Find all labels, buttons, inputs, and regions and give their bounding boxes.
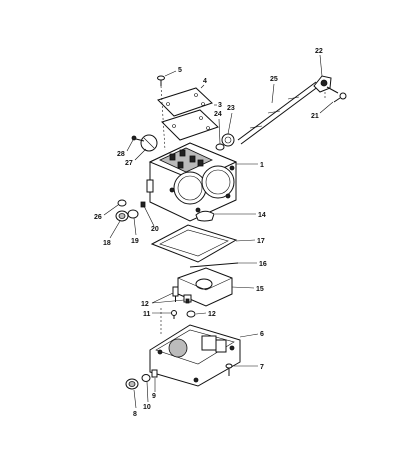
callout-7: 7 bbox=[260, 364, 264, 371]
side-screw bbox=[131, 135, 145, 142]
bowl-drain-plug bbox=[125, 378, 139, 390]
leader-lines bbox=[103, 54, 334, 409]
callout-19: 19 bbox=[131, 238, 139, 245]
float-pin bbox=[189, 262, 239, 268]
shaft-washer bbox=[215, 143, 225, 151]
carburetor-body bbox=[146, 142, 238, 222]
callout-25: 25 bbox=[270, 76, 278, 83]
callout-17: 17 bbox=[257, 238, 265, 245]
callout-5: 5 bbox=[178, 67, 182, 74]
callout-6: 6 bbox=[260, 331, 264, 338]
throttle-lever bbox=[313, 75, 339, 94]
callout-9: 9 bbox=[152, 393, 156, 400]
small-jet bbox=[140, 201, 146, 208]
drain-washer bbox=[141, 374, 151, 382]
float bbox=[195, 210, 215, 222]
bowl-screw bbox=[225, 363, 233, 376]
bowl-gasket bbox=[150, 224, 238, 263]
callout-3: 3 bbox=[218, 102, 222, 109]
throttle-cam bbox=[221, 133, 235, 147]
float-screw bbox=[171, 310, 177, 319]
callout-28: 28 bbox=[117, 151, 125, 158]
callout-11: 11 bbox=[143, 311, 151, 318]
callout-8: 8 bbox=[133, 411, 137, 418]
callout-27: 27 bbox=[125, 160, 133, 167]
callout-14: 14 bbox=[258, 212, 266, 219]
callout-24: 24 bbox=[214, 111, 222, 118]
callout-26: 26 bbox=[94, 214, 102, 221]
needle-seat bbox=[183, 294, 192, 304]
float-bowl bbox=[149, 324, 241, 387]
main-jet bbox=[151, 369, 158, 378]
callout-22: 22 bbox=[315, 48, 323, 55]
callout-15: 15 bbox=[256, 286, 264, 293]
throttle-shaft bbox=[237, 81, 320, 145]
side-cover bbox=[140, 134, 158, 152]
callout-16: 16 bbox=[259, 261, 267, 268]
lever-screw bbox=[333, 92, 347, 103]
callout-1: 1 bbox=[260, 162, 264, 169]
plug-washer bbox=[117, 199, 127, 207]
callout-12-needle: 12 bbox=[141, 301, 149, 308]
drain-plug bbox=[115, 210, 129, 222]
callout-12-washer: 12 bbox=[208, 311, 216, 318]
callout-20: 20 bbox=[151, 226, 159, 233]
cover-screw bbox=[157, 75, 165, 86]
callout-4: 4 bbox=[203, 78, 207, 85]
plug-seal bbox=[127, 209, 139, 219]
cover-plate bbox=[161, 109, 219, 141]
callout-21: 21 bbox=[311, 113, 319, 120]
callout-23: 23 bbox=[227, 105, 235, 112]
seat-washer bbox=[186, 310, 196, 318]
callout-18: 18 bbox=[103, 240, 111, 247]
cover-gasket bbox=[157, 87, 213, 117]
callout-10: 10 bbox=[143, 404, 151, 411]
inlet-needle bbox=[172, 286, 179, 302]
